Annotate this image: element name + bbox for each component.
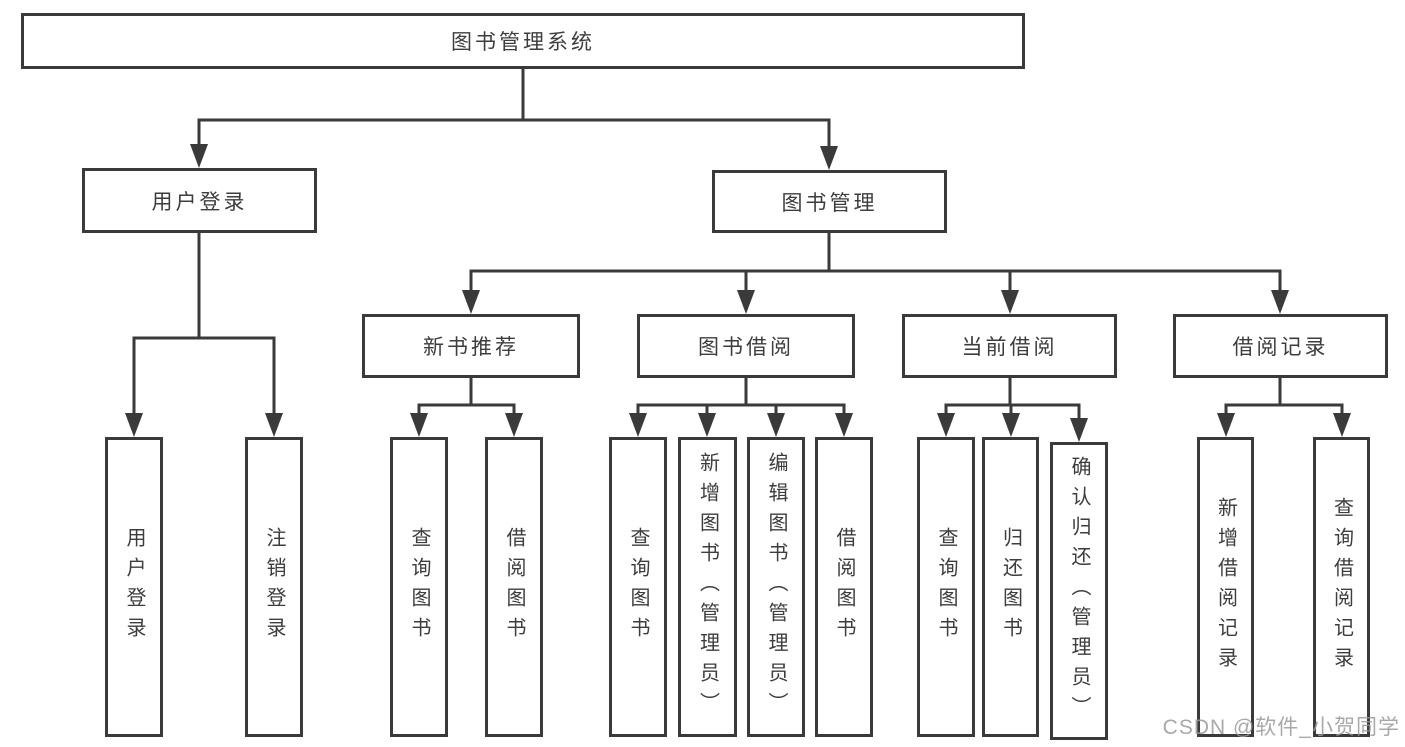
node-library-management-system: 图书管理系统 — [21, 13, 1025, 69]
leaf-user-login-label: 用户登录 — [123, 527, 145, 647]
leaf-query-books-borrowing-label: 查询图书 — [627, 527, 649, 647]
node-current-borrowing: 当前借阅 — [902, 314, 1117, 378]
node-book-borrowing-label: 图书借阅 — [698, 336, 794, 359]
node-borrowing-records-label: 借阅记录 — [1232, 336, 1329, 359]
node-book-management-label: 图书管理 — [781, 191, 878, 215]
node-current-borrowing-label: 当前借阅 — [961, 336, 1058, 359]
leaf-logout: 注销登录 — [245, 437, 303, 737]
leaf-borrow-books-borrowing-label: 借阅图书 — [833, 527, 855, 647]
leaf-return-books: 归还图书 — [982, 437, 1039, 737]
leaf-logout-label: 注销登录 — [263, 527, 285, 647]
leaf-confirm-return-admin: 确认归还（管理员） — [1050, 442, 1108, 740]
leaf-query-borrow-record: 查询借阅记录 — [1313, 437, 1370, 737]
csdn-watermark: CSDN @软件_小贺同学 — [1162, 716, 1400, 739]
node-new-book-recommendation-label: 新书推荐 — [423, 336, 519, 359]
leaf-add-borrow-record: 新增借阅记录 — [1197, 437, 1254, 737]
leaf-query-books-recommend-label: 查询图书 — [408, 527, 430, 647]
leaf-add-book-admin-label: 新增图书（管理员） — [696, 452, 719, 722]
leaf-borrow-books-borrowing: 借阅图书 — [815, 437, 873, 737]
leaf-borrow-books-recommend: 借阅图书 — [485, 437, 543, 737]
leaf-add-borrow-record-label: 新增借阅记录 — [1214, 497, 1237, 677]
leaf-user-login: 用户登录 — [105, 437, 163, 737]
arrowheads — [125, 144, 1351, 442]
node-new-book-recommendation: 新书推荐 — [362, 314, 580, 378]
leaf-edit-book-admin-label: 编辑图书（管理员） — [765, 452, 787, 722]
leaf-query-books-borrowing: 查询图书 — [609, 437, 667, 737]
leaf-query-books-current: 查询图书 — [917, 437, 975, 737]
node-library-management-system-label: 图书管理系统 — [451, 31, 595, 54]
leaf-query-books-recommend: 查询图书 — [390, 437, 448, 737]
node-user-login: 用户登录 — [82, 168, 317, 233]
leaf-confirm-return-admin-label: 确认归还（管理员） — [1068, 456, 1090, 726]
node-book-borrowing: 图书借阅 — [637, 314, 855, 378]
leaf-return-books-label: 归还图书 — [999, 527, 1022, 647]
node-user-login-label: 用户登录 — [151, 190, 248, 214]
node-book-management: 图书管理 — [712, 170, 947, 233]
leaf-edit-book-admin: 编辑图书（管理员） — [747, 437, 805, 737]
leaf-query-borrow-record-label: 查询借阅记录 — [1330, 497, 1353, 677]
leaf-query-books-current-label: 查询图书 — [935, 527, 957, 647]
node-borrowing-records: 借阅记录 — [1173, 314, 1388, 378]
leaf-add-book-admin: 新增图书（管理员） — [678, 437, 737, 737]
leaf-borrow-books-recommend-label: 借阅图书 — [503, 527, 525, 647]
